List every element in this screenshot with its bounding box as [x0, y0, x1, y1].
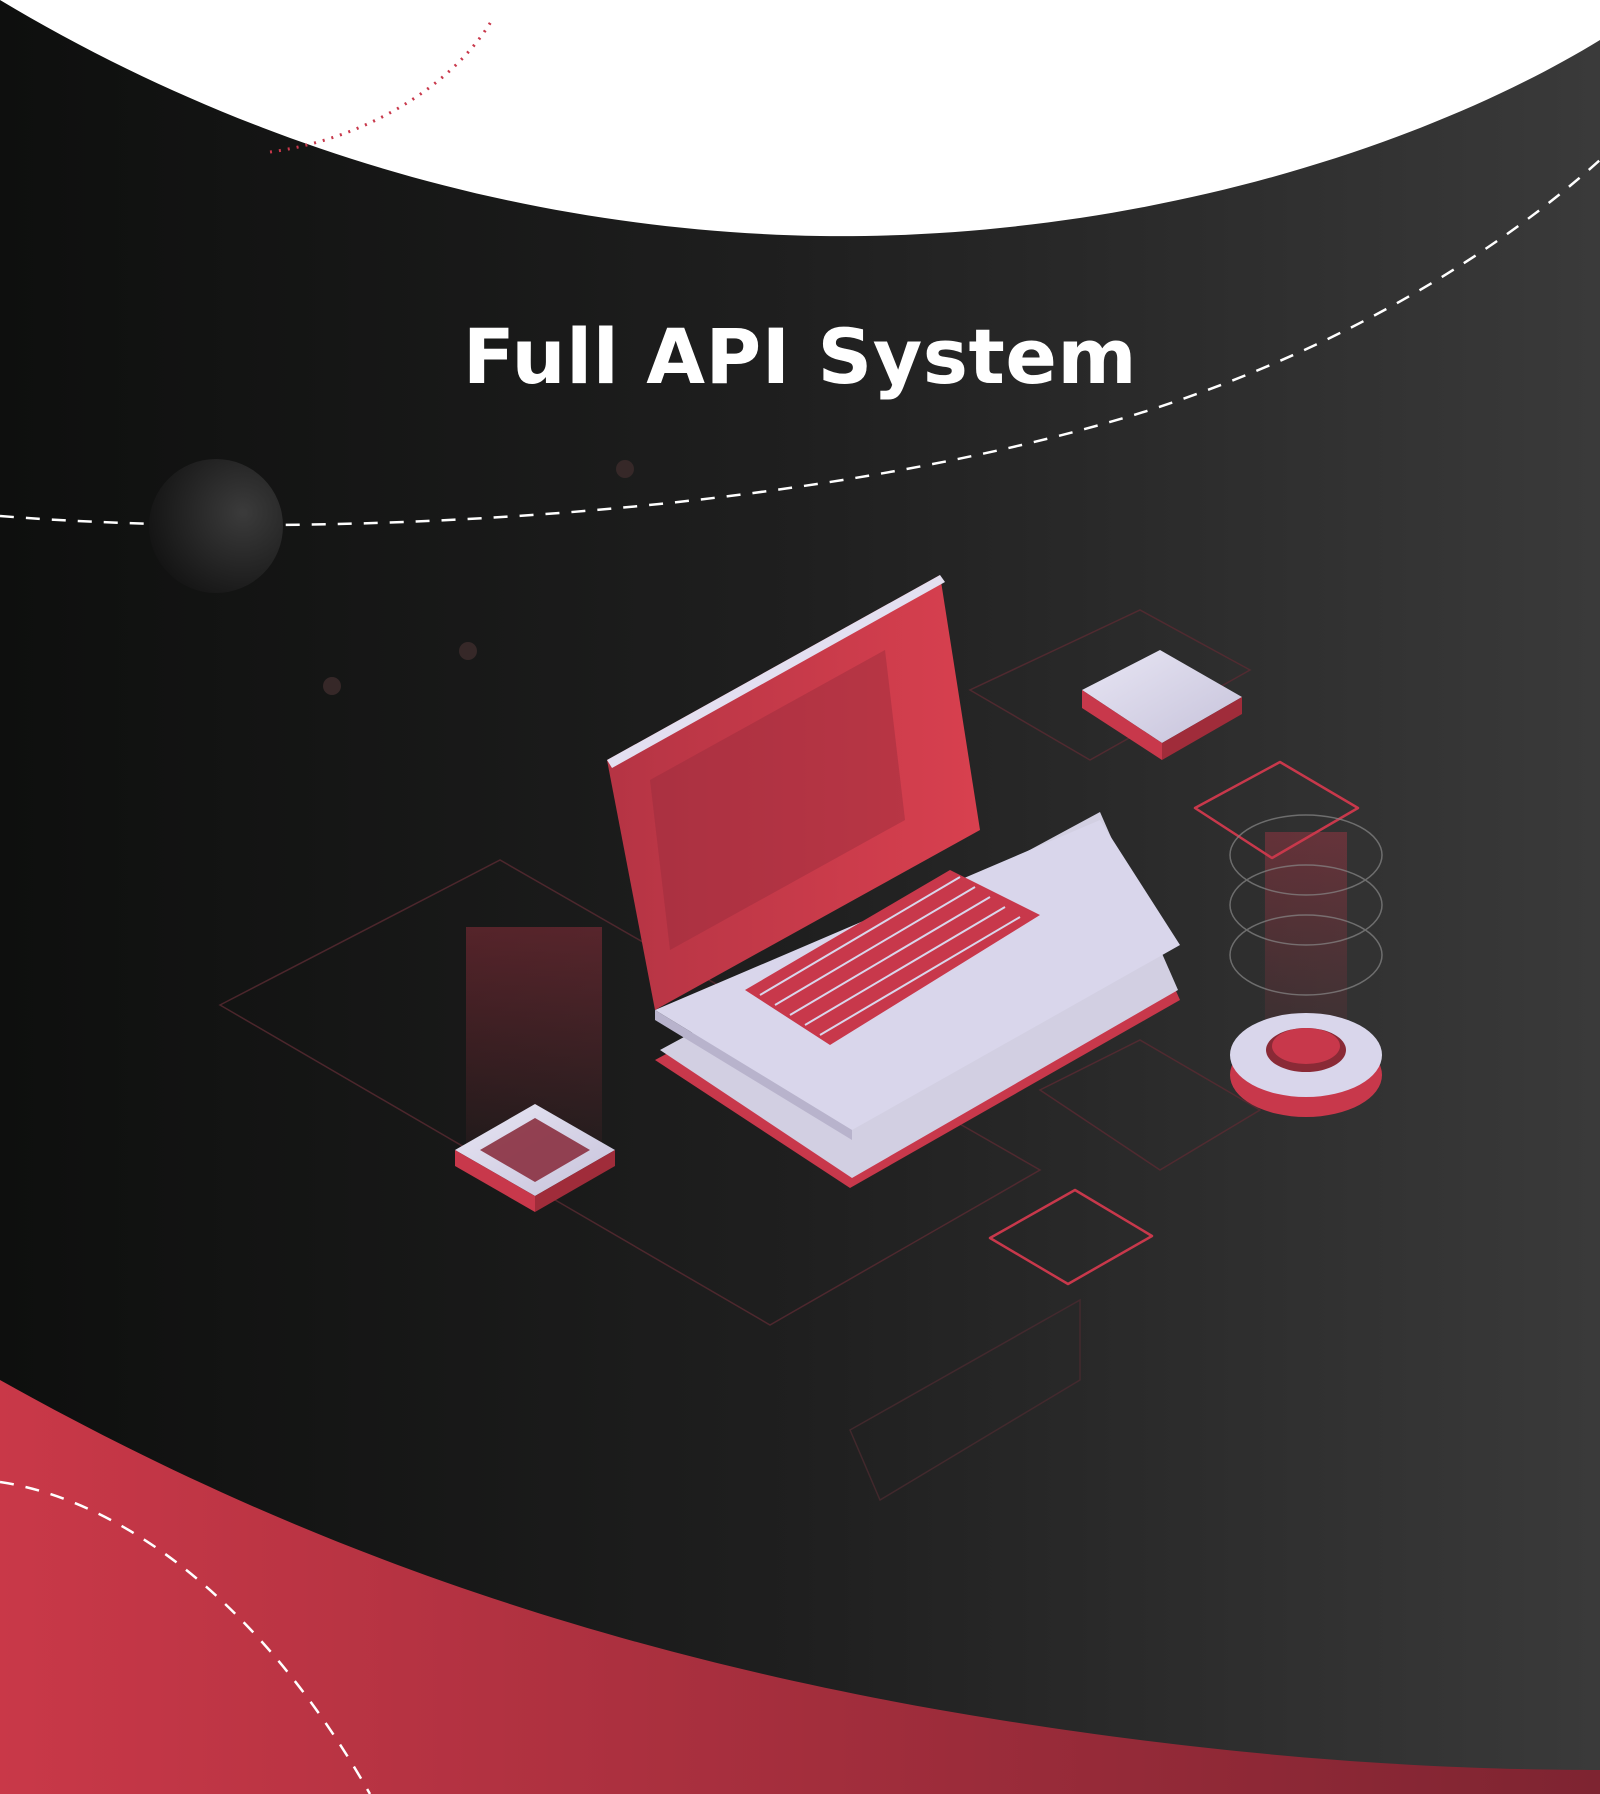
dust-dot-2: [459, 642, 477, 660]
rounded-square-tile-icon: [1082, 650, 1242, 760]
white-dashed-orbit-main: [0, 159, 1600, 527]
floor-grid: [218, 609, 1262, 1502]
ring-icon: [1230, 1013, 1382, 1117]
square-projector-icon: [455, 1104, 615, 1212]
ring-orbit-lines: [1229, 814, 1383, 996]
red-outline-square-1: [1193, 760, 1360, 860]
red-bottom-wave: [0, 1380, 1600, 1794]
white-dashed-orbit-bottom: [0, 1480, 372, 1794]
dust-dot-1: [616, 460, 634, 478]
dust-dot-3: [323, 677, 341, 695]
planet-icon: [149, 459, 283, 593]
red-outline-square-2: [988, 1188, 1154, 1286]
red-dotted-arc: [269, 19, 494, 154]
laptop-icon: [607, 575, 1180, 1188]
page-title: Full API System: [462, 312, 1138, 401]
